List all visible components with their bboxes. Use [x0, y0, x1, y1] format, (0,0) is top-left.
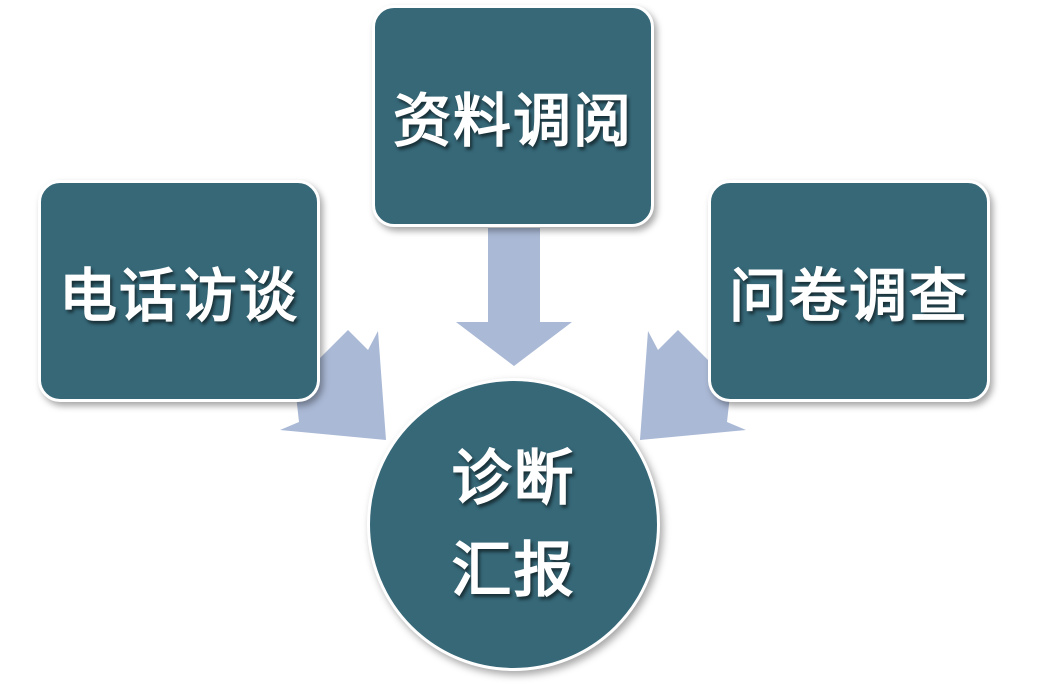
node-diagnosis-report-line1: 诊断	[451, 443, 576, 514]
node-questionnaire-label: 问卷调查	[728, 262, 969, 330]
node-diagnosis-report-line2: 汇报	[451, 535, 576, 606]
arrow-right-to-center	[640, 330, 746, 440]
node-diagnosis-report: 诊断 汇报	[367, 378, 660, 671]
arrow-left-to-center	[280, 330, 386, 440]
node-phone-interview: 电话访谈	[38, 180, 320, 402]
node-questionnaire: 问卷调查	[708, 180, 990, 402]
node-material-review: 资料调阅	[372, 5, 654, 227]
node-material-review-label: 资料调阅	[392, 87, 633, 155]
arrow-top-to-center	[456, 228, 572, 366]
node-phone-interview-label: 电话访谈	[58, 262, 299, 330]
